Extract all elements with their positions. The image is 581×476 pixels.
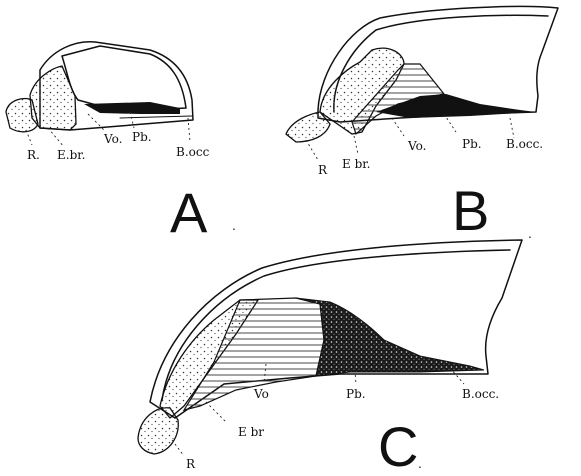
figure-b-letter: B xyxy=(452,179,489,242)
figure-c xyxy=(138,240,522,454)
figure-a-label-parabasal: Pb. xyxy=(132,130,152,144)
figure-a-rostrum xyxy=(6,99,38,132)
figure-b-label-basioccipital: B.occ. xyxy=(506,137,543,151)
figure-a-label-vomer: Vo. xyxy=(103,132,122,146)
figure-c-period: . xyxy=(418,457,422,471)
figure-c-label-parabasal: Pb. xyxy=(346,387,366,401)
figure-b xyxy=(286,6,558,142)
figure-c-label-basioccipital: B.occ. xyxy=(462,387,499,401)
figure-b-label-ethmoid: E br. xyxy=(342,157,371,171)
figure-a xyxy=(6,42,193,132)
figure-b-period: . xyxy=(528,227,532,241)
figure-c-label-ethmoid: E br xyxy=(238,425,264,439)
figure-a-label-ethmoid: E.br. xyxy=(57,148,86,162)
figure-a-label-rostrum: R. xyxy=(27,148,40,162)
figure-c-label-rostrum: R xyxy=(186,457,196,471)
figure-c-letter: C xyxy=(378,415,418,476)
figure-b-rostrum xyxy=(286,112,330,142)
figure-c-parabasal-dark xyxy=(296,298,484,376)
figure-b-label-parabasal: Pb. xyxy=(462,137,482,151)
figure-c-rostrum xyxy=(138,408,178,454)
figure-a-letter: A xyxy=(170,181,208,244)
figure-a-inner-contour xyxy=(62,46,186,110)
figure-b-label-vomer: Vo. xyxy=(407,139,426,153)
figure-a-parabasal-dark xyxy=(84,102,180,114)
figure-a-period: . xyxy=(232,219,236,233)
figure-b-label-rostrum: R xyxy=(318,163,328,177)
figure-c-label-vomer: Vo xyxy=(253,387,269,401)
figure-a-label-basioccipital: B.occ xyxy=(176,145,210,159)
